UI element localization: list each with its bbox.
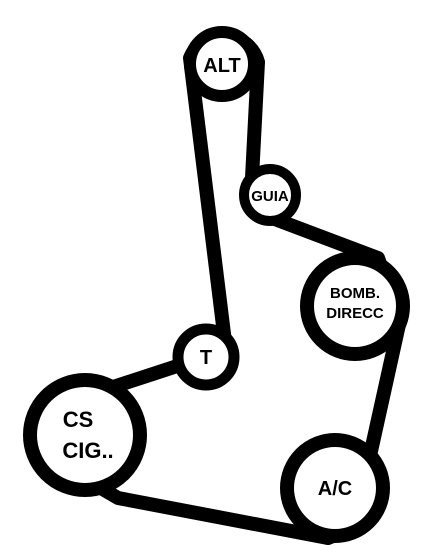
pulley-bomb-circle xyxy=(300,251,410,361)
pulley-guia: GUIA xyxy=(239,164,301,226)
pulley-guia-label: GUIA xyxy=(251,188,289,205)
pulley-bomb-direcc: BOMB. DIRECC xyxy=(300,251,410,361)
pulley-alt-circle xyxy=(184,26,260,102)
pulley-cs-line1: CS xyxy=(63,407,94,432)
pulley-alt: ALT xyxy=(184,26,260,102)
pulley-bomb-line2: DIRECC xyxy=(326,305,384,322)
pulley-guia-circle xyxy=(239,164,301,226)
pulley-tensor-circle xyxy=(172,323,240,391)
pulley-cs-line2: CIG.. xyxy=(62,438,113,463)
pulley-bomb-line1: BOMB. xyxy=(330,285,380,302)
pulley-ac-label: A/C xyxy=(318,478,352,500)
pulley-ac: A/C xyxy=(280,433,390,543)
pulley-ac-circle xyxy=(280,433,390,543)
pulley-cs-cig: CS CIG.. xyxy=(23,373,147,497)
pulley-tensor-label: T xyxy=(200,347,212,369)
pulley-alt-label: ALT xyxy=(203,55,240,77)
pulley-tensor: T xyxy=(172,323,240,391)
pulley-cs-circle xyxy=(23,373,147,497)
